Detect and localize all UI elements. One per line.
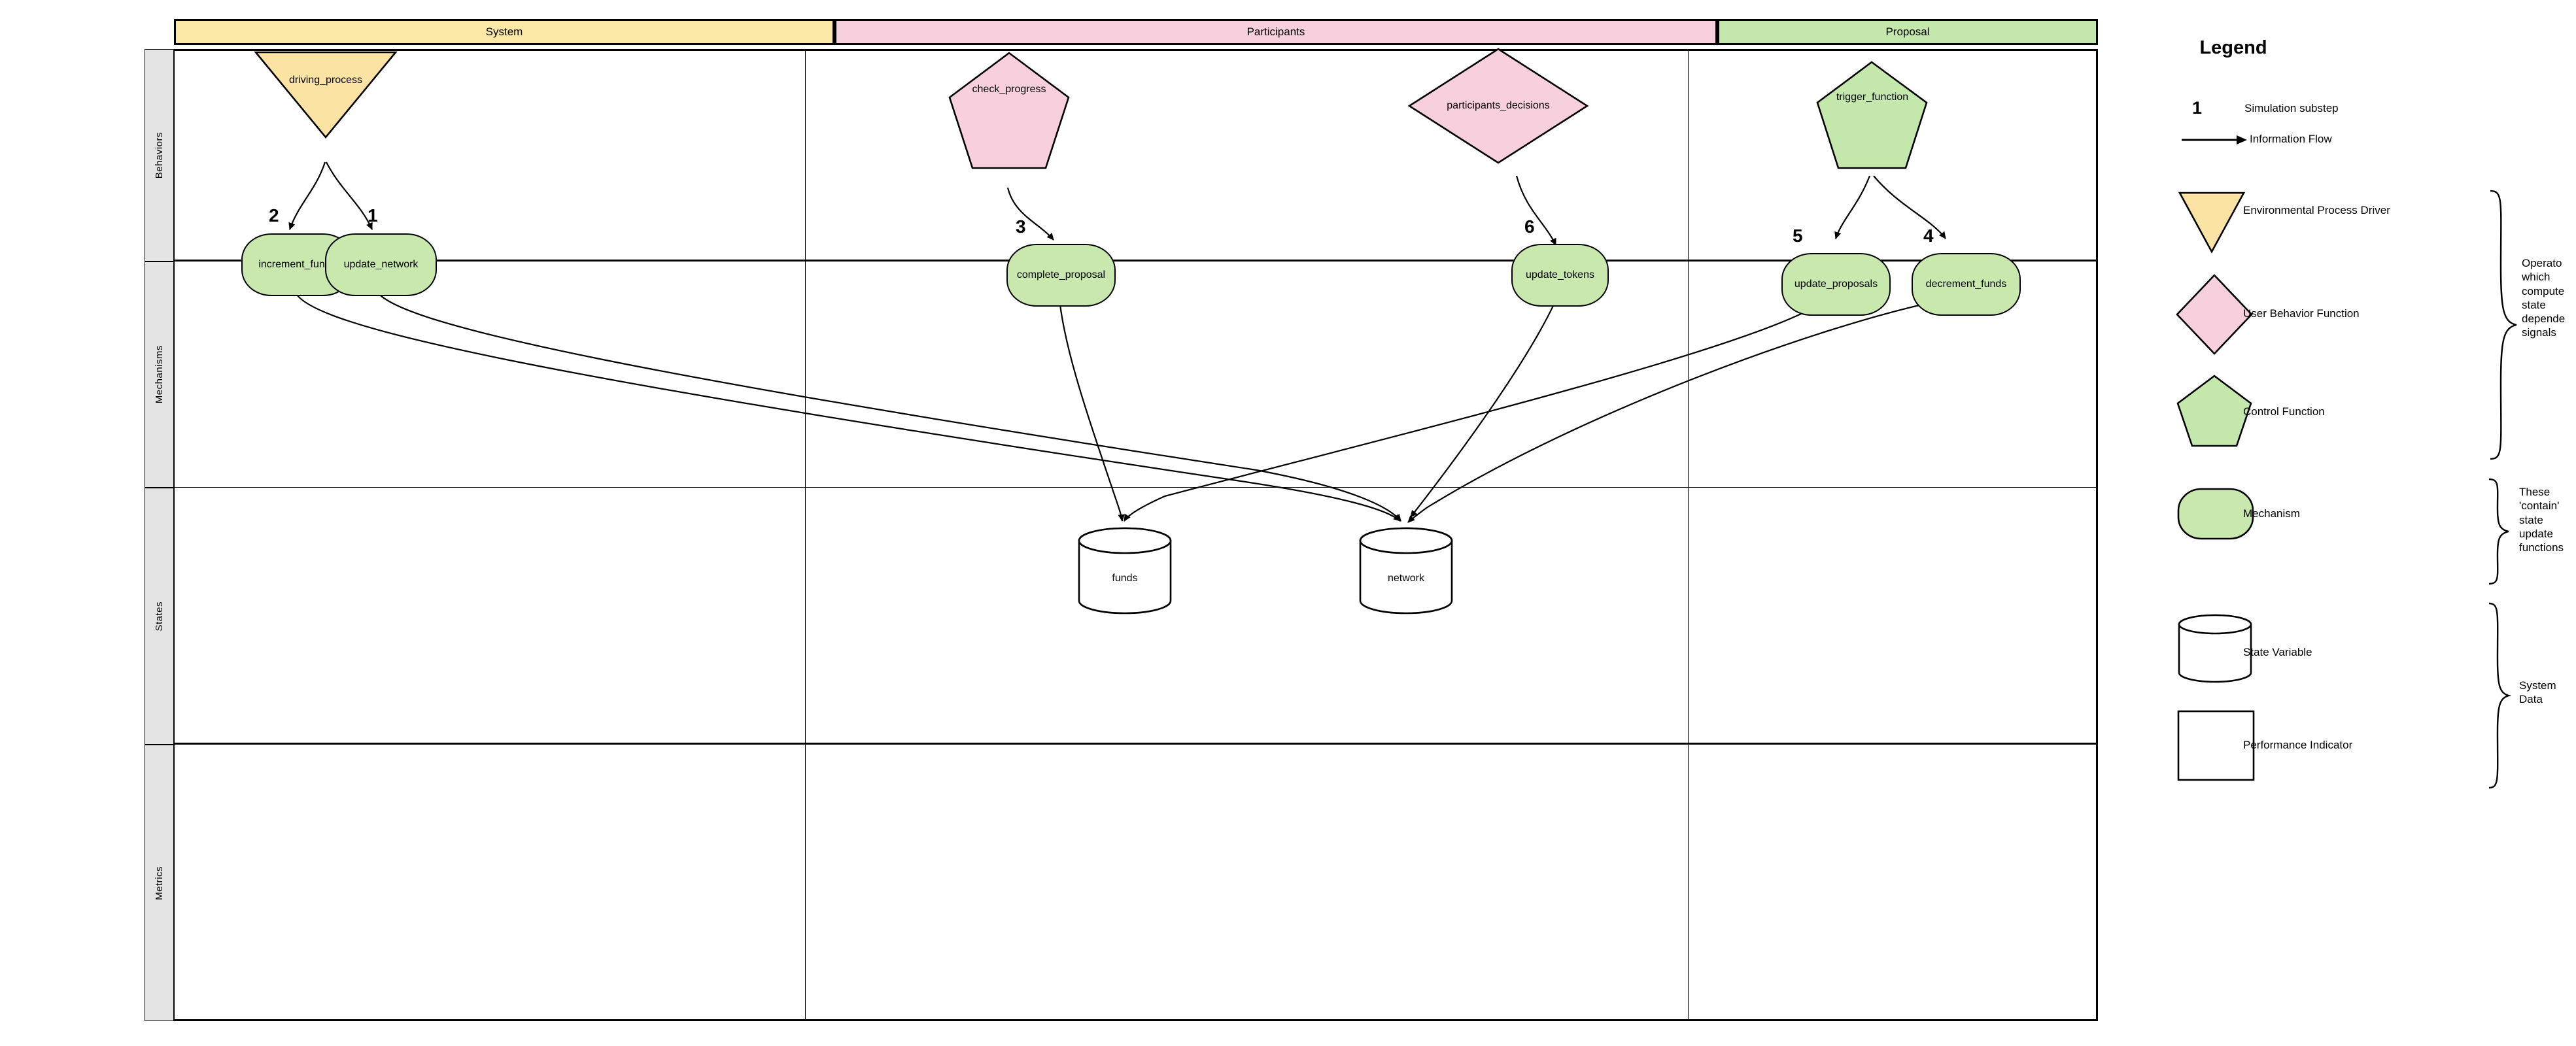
node-update-tokens-label: update_tokens [1526,269,1594,281]
column-header-proposal: Proposal [1717,19,2098,45]
node-update-network[interactable]: update_network [325,233,437,296]
legend-symbol-information-flow-icon [2182,135,2247,144]
row-header-mechanisms: Mechanisms [145,262,174,488]
legend-symbol-state-variable-icon [2178,614,2252,683]
legend-brace-operators-text: Operato which compute state depende sign… [2522,257,2566,339]
substep-number-decrement-funds: 4 [1923,226,1934,246]
legend-brace-operators-icon [2490,190,2517,460]
substep-number-complete-proposal: 3 [1016,216,1026,237]
legend-label-simulation-substep: Simulation substep [2244,102,2339,114]
lane-mechanisms [174,262,2098,488]
substep-number-increment-funds: 2 [269,205,279,226]
lane-behaviors [174,49,2098,262]
node-network[interactable] [1357,526,1455,618]
legend-label-environmental-process-driver: Environmental Process Driver [2243,204,2390,216]
row-header-behaviors: Behaviors [145,49,174,262]
legend-brace-system-data-text: System Data [2519,679,2556,706]
node-complete-proposal[interactable]: complete_proposal [1006,244,1116,307]
node-update-tokens[interactable]: update_tokens [1511,244,1609,307]
node-trigger-function[interactable] [1815,59,1929,174]
node-trigger-function-label: trigger_function [1836,92,1909,103]
column-divider-participants-proposal [1688,49,1689,1021]
swimlane-grid: System Participants Proposal Behaviors M… [145,19,2111,1021]
column-divider-system-participants [805,49,806,1021]
node-increment-funds-label: increment_funds [258,259,336,271]
legend-label-state-variable: State Variable [2243,646,2312,658]
node-check-progress-label: check_progress [972,84,1046,95]
column-header-system-label: System [485,25,523,38]
node-participants-decisions-label: participants_decisions [1447,100,1550,112]
node-update-network-label: update_network [343,259,419,271]
legend-label-user-behavior-function: User Behavior Function [2243,307,2360,320]
legend-brace-mechanism-text: These 'contain' state update functions [2519,486,2564,554]
node-decrement-funds-label: decrement_funds [1925,278,2007,290]
edge-layer [288,161,1946,523]
substep-number-update-tokens: 6 [1524,216,1535,237]
node-network-label: network [1387,573,1425,584]
node-participants-decisions[interactable] [1407,46,1590,165]
legend-symbol-mechanism-icon [2177,488,2254,540]
legend-symbol-simulation-substep: 1 [2192,98,2203,118]
node-update-proposals[interactable]: update_proposals [1781,253,1891,316]
column-header-participants-label: Participants [1246,25,1305,38]
legend-label-mechanism: Mechanism [2243,507,2300,520]
node-decrement-funds[interactable]: decrement_funds [1912,253,2021,316]
substep-number-update-proposals: 5 [1793,226,1803,246]
legend-symbol-performance-indicator-icon [2177,710,2255,781]
row-header-metrics: Metrics [145,745,174,1021]
node-update-proposals-label: update_proposals [1794,278,1878,290]
legend-label-performance-indicator: Performance Indicator [2243,739,2353,751]
node-funds[interactable] [1076,526,1174,618]
node-complete-proposal-label: complete_proposal [1016,269,1106,281]
legend-title: Legend [2199,37,2267,58]
legend-brace-mechanism-icon [2488,478,2509,585]
column-header-system: System [174,19,834,45]
legend-symbol-control-function-icon [2176,375,2252,447]
legend-symbol-user-behavior-function-icon [2176,274,2253,355]
column-header-proposal-label: Proposal [1885,25,1930,38]
legend-symbol-environmental-process-driver-icon [2178,192,2246,254]
lane-metrics [174,745,2098,1021]
node-funds-label: funds [1112,573,1138,584]
legend-panel: Legend 1 Simulation substep Information … [2158,20,2576,789]
legend-brace-system-data-icon [2488,602,2512,789]
substep-number-update-network: 1 [368,205,378,226]
column-header-participants: Participants [834,19,1717,45]
node-check-progress[interactable] [947,50,1071,175]
node-driving-process[interactable] [254,50,398,142]
legend-label-control-function: Control Function [2243,405,2325,418]
row-header-states: States [145,488,174,745]
legend-label-information-flow: Information Flow [2250,133,2332,145]
node-driving-process-label: driving_process [288,75,363,86]
